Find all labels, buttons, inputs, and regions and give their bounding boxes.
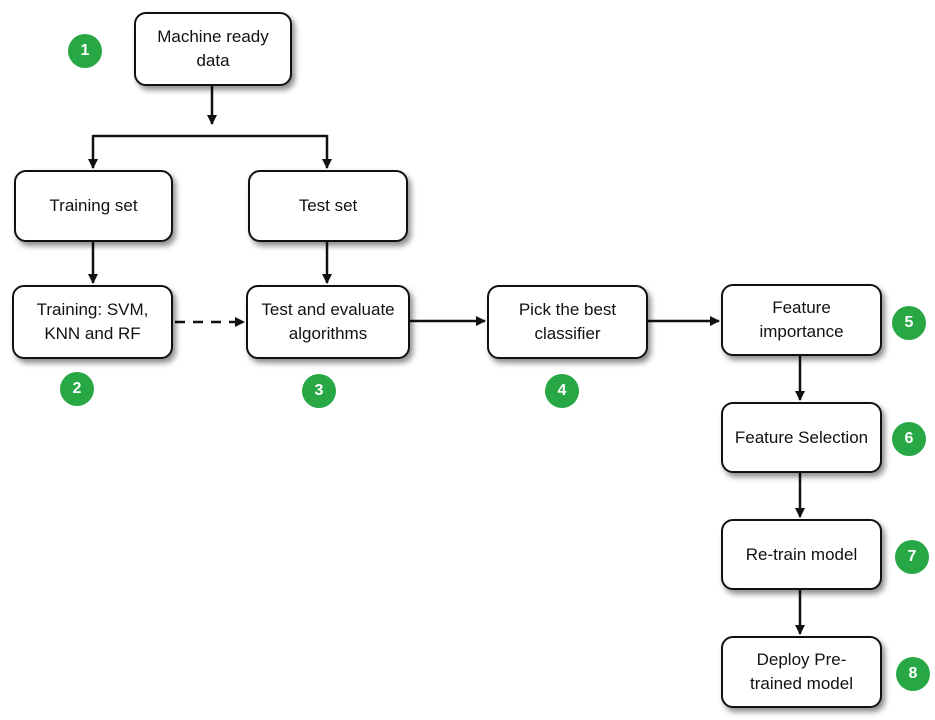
node-training-models: Training: SVM, KNN and RF bbox=[12, 285, 173, 359]
step-badge-4: 4 bbox=[545, 374, 579, 408]
node-machine-ready-data-label: Machine ready data bbox=[157, 27, 269, 70]
node-test-set-label: Test set bbox=[298, 196, 358, 215]
step-badge-6: 6 bbox=[892, 422, 926, 456]
step-badge-5: 5 bbox=[892, 306, 926, 340]
node-test-evaluate: Test and evaluate algorithms bbox=[246, 285, 410, 359]
step-badge-2: 2 bbox=[60, 372, 94, 406]
node-deploy-model: Deploy Pre-trained model bbox=[721, 636, 882, 708]
node-test-evaluate-label: Test and evaluate algorithms bbox=[261, 300, 395, 343]
node-feature-importance: Feature importance bbox=[721, 284, 882, 356]
node-feature-selection: Feature Selection bbox=[721, 402, 882, 473]
node-retrain-model-label: Re-train model bbox=[745, 544, 858, 564]
node-retrain-model: Re-train model bbox=[721, 519, 882, 590]
node-pick-best-classifier: Pick the best classifier bbox=[487, 285, 648, 359]
node-test-set: Test set bbox=[248, 170, 408, 242]
step-badge-8: 8 bbox=[896, 657, 930, 691]
node-feature-importance-label: Feature importance bbox=[759, 298, 844, 341]
step-badge-7: 7 bbox=[895, 540, 929, 574]
node-training-set-label: Training set bbox=[49, 196, 138, 215]
step-badge-1: 1 bbox=[68, 34, 102, 68]
node-training-models-label: Training: SVM, KNN and RF bbox=[36, 300, 149, 343]
node-pick-best-classifier-label: Pick the best classifier bbox=[518, 300, 617, 343]
step-badge-3: 3 bbox=[302, 374, 336, 408]
node-training-set: Training set bbox=[14, 170, 173, 242]
node-machine-ready-data: Machine ready data bbox=[134, 12, 292, 86]
node-feature-selection-label: Feature Selection bbox=[734, 427, 869, 447]
node-deploy-model-label: Deploy Pre-trained model bbox=[749, 650, 853, 693]
